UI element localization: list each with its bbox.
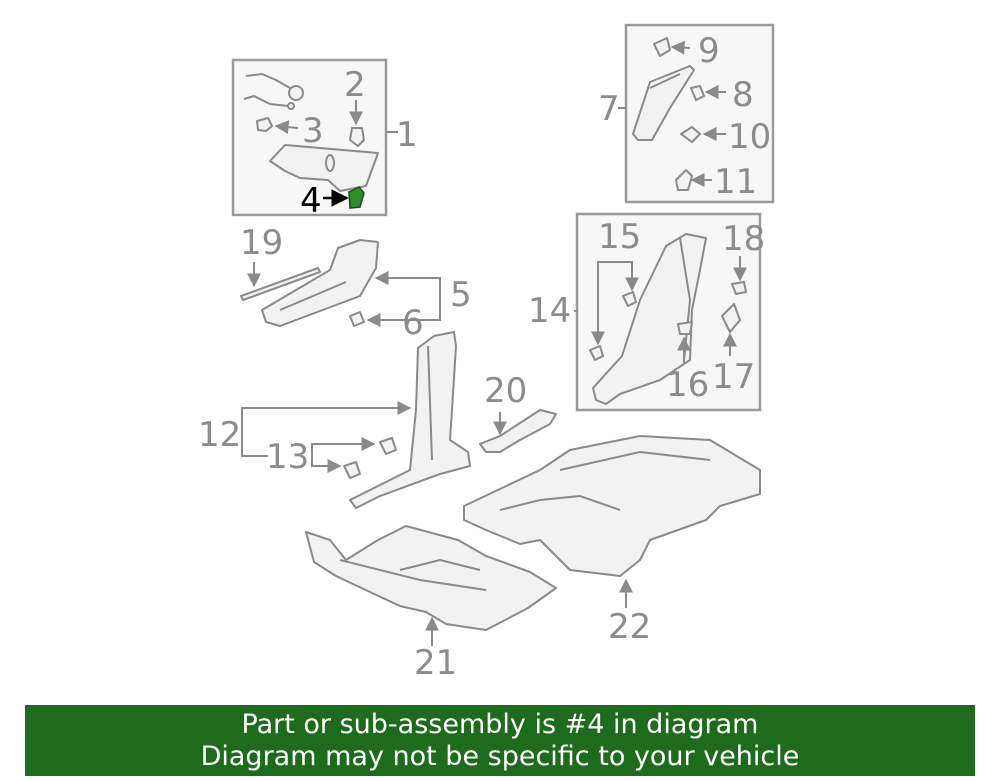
info-banner: Part or sub-assembly is #4 in diagram Di… [25,705,975,776]
callout-7[interactable]: 7 [598,89,620,129]
callout-8[interactable]: 8 [732,75,754,115]
callout-22[interactable]: 22 [608,607,651,647]
callout-17[interactable]: 17 [712,357,755,397]
callout-12[interactable]: 12 [198,415,241,455]
callout-15[interactable]: 15 [598,217,641,257]
callout-2[interactable]: 2 [344,65,366,105]
floor-carpet-group [305,435,761,631]
callout-14[interactable]: 14 [528,291,571,331]
callout-16[interactable]: 16 [666,365,709,405]
box-group-1 [231,58,388,217]
callout-20[interactable]: 20 [484,371,527,411]
callout-18[interactable]: 18 [722,219,765,259]
box-group-14 [575,212,762,412]
callout-11[interactable]: 11 [714,162,757,202]
highlighted-part-4[interactable] [348,186,365,209]
callout-19[interactable]: 19 [240,223,283,263]
box-group-7 [624,23,775,204]
banner-line-1: Part or sub-assembly is #4 in diagram [241,709,759,740]
callout-9[interactable]: 9 [698,31,720,71]
callout-13[interactable]: 13 [266,437,309,477]
banner-line-2: Diagram may not be specific to your vehi… [200,741,800,772]
sill-plate-group [240,239,379,327]
callout-3[interactable]: 3 [302,111,324,151]
callout-10[interactable]: 10 [728,117,771,157]
parts-diagram: 1 2 3 4 5 6 7 8 9 10 11 12 13 14 15 16 1… [198,23,775,683]
callout-labels: 1 2 3 4 5 6 7 8 9 10 11 12 13 14 15 16 1… [198,31,771,683]
part-20-shape [479,409,557,453]
leader-lines [241,40,747,646]
callout-1[interactable]: 1 [396,115,418,155]
pillar-trim-group [343,331,471,509]
callout-5[interactable]: 5 [450,275,472,315]
callout-21[interactable]: 21 [414,643,457,683]
callout-4[interactable]: 4 [300,181,322,221]
callout-6[interactable]: 6 [402,303,424,343]
